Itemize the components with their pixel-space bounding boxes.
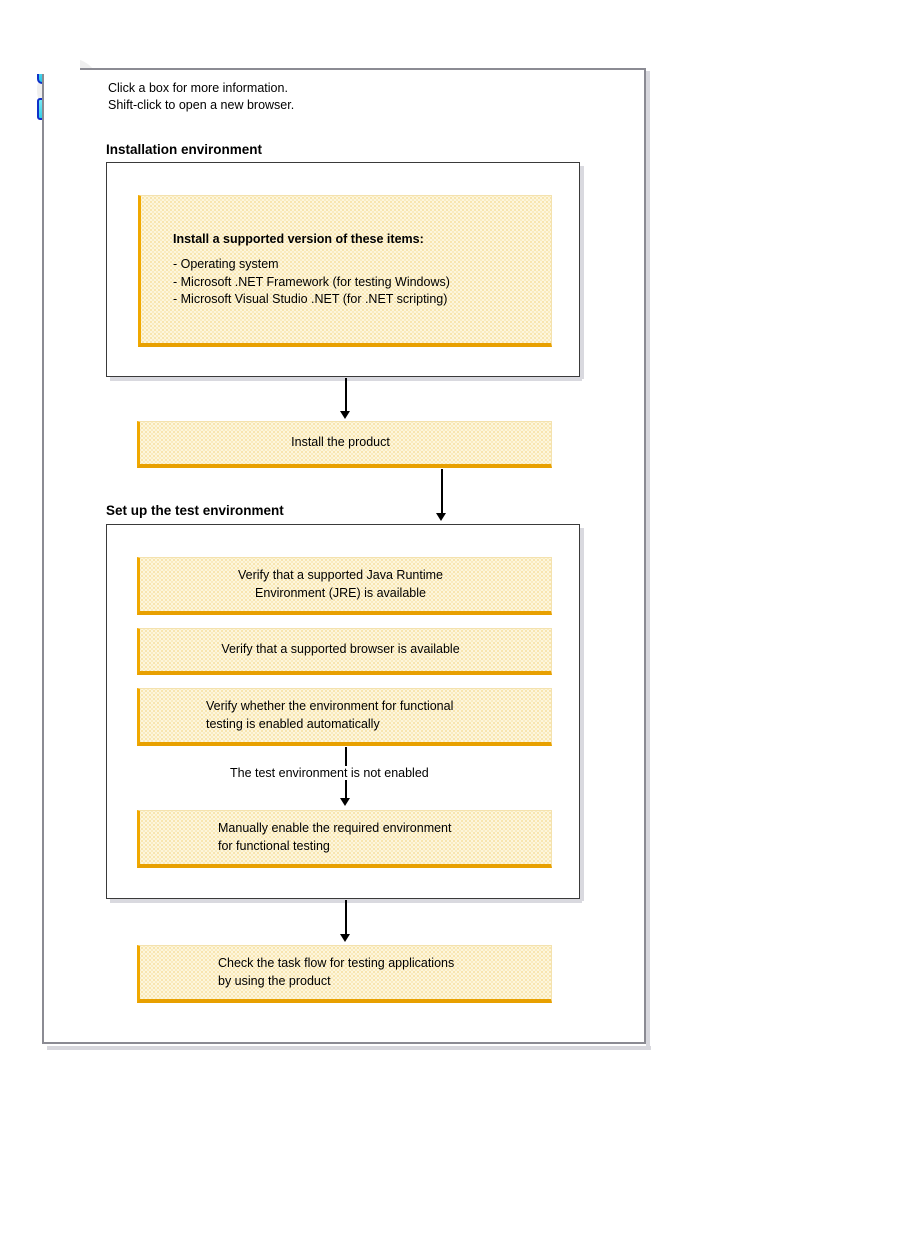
connector-arrowhead [340,798,350,806]
connector-arrowhead [340,411,350,419]
process-box-install-prerequisites[interactable]: Install a supported version of these ite… [138,195,552,347]
connector-line [441,469,443,515]
prereq-title: Install a supported version of these ite… [173,231,424,246]
instruction-line-1: Click a box for more information. [108,81,288,95]
outer-frame-shadow [646,71,650,1048]
process-box-text: Install the product [291,435,390,450]
process-box-text: Check the task flow for testing applicat… [140,955,464,990]
prereq-item: - Microsoft .NET Framework (for testing … [173,274,450,289]
process-box-text: Manually enable the required environment… [140,820,461,855]
group-heading-setup: Set up the test environment [106,503,284,518]
connector-line [345,900,347,936]
process-box-check-task-flow[interactable]: Check the task flow for testing applicat… [137,945,552,1003]
connector-arrowhead [436,513,446,521]
group-heading-installation: Installation environment [106,142,263,157]
frame-corner-notch [36,58,80,74]
process-box-text: Verify whether the environment for funct… [140,698,463,733]
taskflow-line-1: Check the task flow for testing applicat… [218,956,455,970]
verify-auto-line-1: Verify whether the environment for funct… [206,699,454,713]
connector-arrowhead [340,934,350,942]
process-box-manually-enable[interactable]: Manually enable the required environment… [137,810,552,868]
instruction-line-2: Shift-click to open a new browser. [108,98,295,112]
process-box-text: Verify that a supported Java Runtime Env… [140,567,551,602]
verify-auto-line-2: testing is enabled automatically [206,716,380,731]
process-box-text: Install a supported version of these ite… [141,231,460,309]
instruction-note: Click a box for more information. Shift-… [108,80,294,114]
process-box-text: Verify that a supported browser is avail… [221,642,460,657]
taskflow-line-2: by using the product [218,973,331,988]
process-box-verify-browser[interactable]: Verify that a supported browser is avail… [137,628,552,675]
connector-condition-label: The test environment is not enabled [226,766,433,780]
jre-line-1: Verify that a supported Java Runtime [238,568,443,582]
prereq-item: - Operating system [173,257,279,271]
manual-enable-line-2: for functional testing [218,838,330,853]
prereq-item: - Microsoft Visual Studio .NET (for .NET… [173,292,448,306]
process-box-verify-jre[interactable]: Verify that a supported Java Runtime Env… [137,557,552,615]
jre-line-2: Environment (JRE) is available [255,585,426,600]
process-box-install-the-product[interactable]: Install the product [137,421,552,468]
process-box-verify-auto-enabled[interactable]: Verify whether the environment for funct… [137,688,552,746]
manual-enable-line-1: Manually enable the required environment [218,821,452,835]
connector-line [345,378,347,413]
